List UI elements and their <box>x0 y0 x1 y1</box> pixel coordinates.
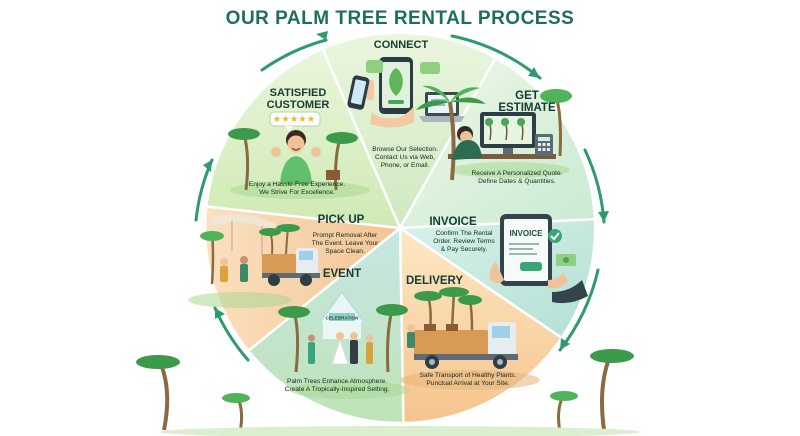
step-desc-event: Palm Trees Enhance Atmosphere. Create A … <box>284 378 390 394</box>
bottom-palms <box>136 349 640 436</box>
celebration-banner: CELEBRATION <box>326 316 360 321</box>
smartphone-icon <box>347 57 465 128</box>
step-heading-delivery: DELIVERY <box>406 275 464 287</box>
pickup-truck-icon <box>200 214 320 286</box>
step-desc-delivery: Safe Transport of Healthy Plants. Punctu… <box>419 372 517 388</box>
arrow-satisfied-to-connect <box>260 38 328 72</box>
satisfied-customer-icon <box>228 111 358 191</box>
celebration-tent-icon: CELEBRATION <box>278 290 408 373</box>
arrow-heads <box>203 31 609 350</box>
step-heading-satisfied-customer: SATISFIED CUSTOMER <box>266 87 330 111</box>
star-icon <box>307 115 315 122</box>
step-heading-pick-up: PICK UP <box>317 214 365 226</box>
rating-stars-icon <box>273 115 315 122</box>
step-heading-connect: CONNECT <box>373 39 429 51</box>
step-desc-satisfied-customer: Enjoy a Hassle-Free Experience. We Striv… <box>248 181 346 197</box>
star-icon <box>299 115 306 122</box>
star-icon <box>290 115 298 122</box>
step-heading-get-estimate: GET ESTIMATE <box>498 90 556 115</box>
step-desc-get-estimate: Receive A Personalized Quote. Define Dat… <box>471 170 563 186</box>
invoice-tablet-icon: INVOICE <box>489 214 588 304</box>
star-icon <box>273 115 281 122</box>
calculator-icon <box>448 89 572 160</box>
invoice-tablet-label: INVOICE <box>510 229 544 238</box>
step-desc-pick-up: Prompt Removal After The Event. Leave Yo… <box>311 232 379 256</box>
step-heading-invoice: INVOICE <box>429 216 477 228</box>
page-title: OUR PALM TREE RENTAL PROCESS <box>225 8 575 29</box>
step-desc-connect: Browse Our Selection. Contact Us via Web… <box>372 146 438 170</box>
star-icon <box>282 115 289 122</box>
truck-icon <box>407 287 518 369</box>
palm-tree-icon <box>416 85 486 181</box>
step-desc-invoice: Confirm The Rental Order. Review Terms &… <box>433 230 495 254</box>
step-heading-event: EVENT <box>322 268 362 280</box>
